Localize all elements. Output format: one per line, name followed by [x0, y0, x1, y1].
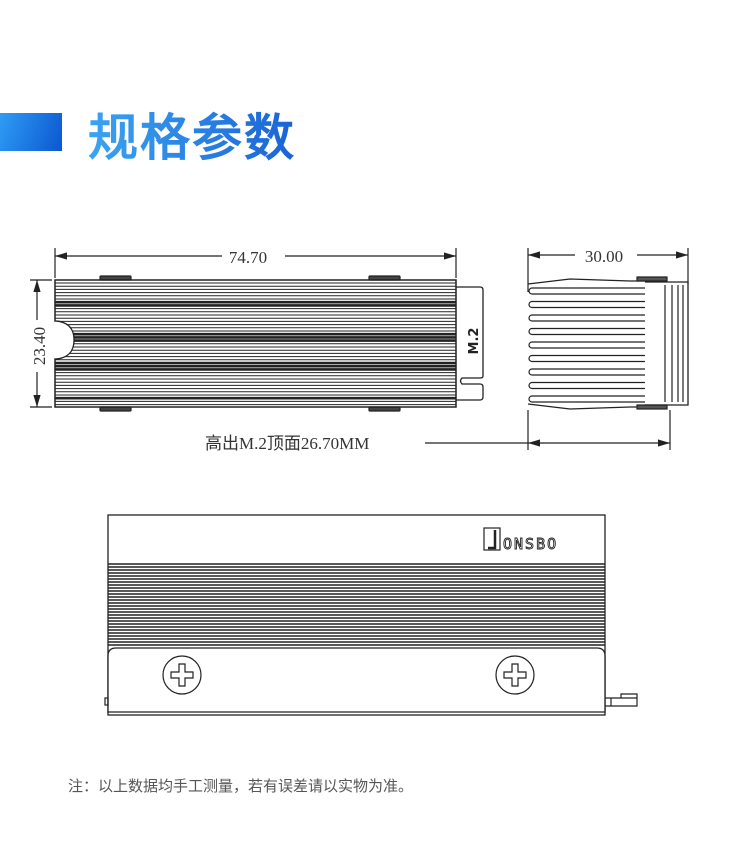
width-dimension: 23.40	[30, 327, 49, 365]
page-title: 规格参数	[88, 98, 296, 170]
screw-icon	[495, 655, 535, 695]
height-note: 高出M.2顶面26.70MM	[205, 434, 369, 453]
fin	[528, 287, 645, 295]
svg-text:ONSBO: ONSBO	[503, 535, 558, 553]
top-view: 74.70 23.40 M.2	[30, 248, 484, 412]
fin	[528, 341, 645, 349]
measurement-note: 注：以上数据均手工测量，若有误差请以实物为准。	[68, 777, 414, 795]
fin	[528, 395, 645, 403]
height-dimension: 30.00	[585, 247, 623, 266]
length-dimension: 74.70	[229, 248, 267, 267]
fin	[528, 381, 645, 390]
fin	[528, 314, 645, 322]
fin	[528, 354, 645, 363]
screw-icon	[162, 655, 202, 695]
fin	[528, 300, 645, 309]
front-view: ONSBO	[104, 514, 638, 716]
m2-label: M.2	[467, 328, 482, 355]
side-view: 30.00 高出M.2顶面26.70MM	[205, 247, 689, 453]
fin	[528, 327, 645, 336]
title-accent-bar	[0, 113, 62, 151]
jonsbo-logo: ONSBO	[483, 527, 558, 553]
fin	[528, 368, 645, 376]
